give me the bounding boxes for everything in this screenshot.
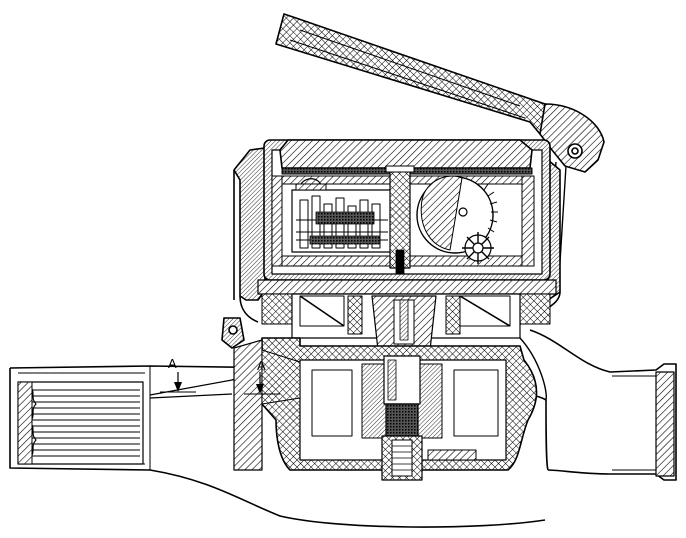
outlet-passage: [519, 337, 547, 401]
inlet-deflector: [233, 339, 301, 471]
meter-body-housing: [233, 147, 561, 323]
section-label-left: A: [168, 356, 177, 371]
section-label-right: A: [257, 358, 266, 373]
outlet-pipe: [529, 329, 677, 481]
section-mark-right: A: [244, 358, 280, 395]
star-wheel-dial: [416, 175, 498, 264]
hinged-lid: [275, 13, 556, 135]
central-spindle: [385, 165, 415, 275]
counter-gear-train: [291, 178, 393, 253]
section-mark-left: A: [160, 356, 196, 393]
measuring-chamber: [261, 337, 538, 481]
magnetic-coupling: [291, 293, 521, 351]
left-mounting-lug: [221, 317, 245, 349]
inlet-strainer: [17, 381, 144, 465]
seal-ring: [257, 279, 557, 325]
